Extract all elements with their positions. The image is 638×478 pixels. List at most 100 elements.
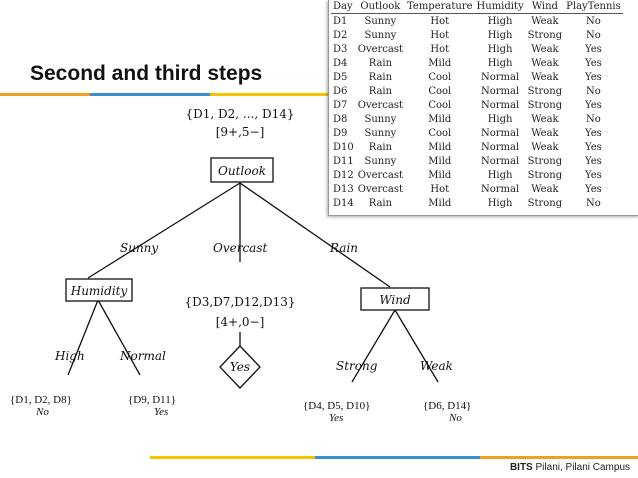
table-cell: Weak	[531, 127, 559, 139]
table-cell: Sunny	[364, 155, 397, 167]
outlook-node-label: Outlook	[218, 164, 266, 178]
table-cell: No	[586, 197, 601, 209]
table-cell: Rain	[368, 71, 393, 83]
table-cell: Overcast	[357, 183, 404, 195]
leaf-weak-set: {D6, D14}	[423, 400, 472, 412]
table-cell: D4	[333, 57, 348, 69]
col-header-outlook: Outlook	[355, 0, 406, 14]
table-cell: Hot	[430, 43, 450, 55]
overcast-set: {D3,D7,D12,D13}	[184, 295, 295, 309]
edge-wind-strong	[351, 309, 396, 383]
table-cell: D13	[333, 183, 354, 195]
table-cell: D8	[333, 113, 348, 125]
table-cell: Overcast	[357, 99, 404, 111]
table-cell: Normal	[480, 71, 520, 83]
outlook-node-box	[210, 157, 274, 183]
table-cell: Overcast	[357, 169, 404, 181]
table-cell: Sunny	[364, 113, 397, 125]
table-cell: Weak	[531, 141, 559, 153]
table-cell: Mild	[428, 113, 452, 125]
table-cell: Strong	[527, 29, 563, 41]
title-rule-orange	[0, 93, 90, 96]
edge-outlook-sunny	[87, 182, 241, 279]
root-counts: [9+,5−]	[216, 125, 265, 139]
table-cell: Rain	[368, 141, 393, 153]
table-cell: D11	[333, 155, 354, 167]
col-header-wind: Wind	[525, 0, 565, 14]
table-cell: No	[586, 15, 601, 27]
table-cell: Mild	[428, 155, 452, 167]
branch-weak-label: Weak	[420, 359, 453, 373]
branch-sunny-label: Sunny	[120, 241, 158, 255]
table-cell: Yes	[585, 155, 602, 167]
table-cell: Strong	[527, 155, 563, 167]
table-cell: D5	[333, 71, 348, 83]
leaf-normal-set: {D9, D11}	[128, 394, 177, 406]
table-cell: No	[586, 29, 601, 41]
table-cell: D2	[333, 29, 348, 41]
overcast-yes-label: Yes	[230, 360, 250, 374]
table-cell: D7	[333, 99, 348, 111]
table-cell: D3	[333, 43, 348, 55]
table-cell: Yes	[585, 183, 602, 195]
branch-normal-label: Normal	[119, 349, 166, 363]
table-cell: Normal	[480, 141, 520, 153]
overcast-yes-diamond	[219, 345, 261, 389]
table-cell: High	[487, 169, 513, 181]
table-cell: D10	[333, 141, 354, 153]
humidity-node-label: Humidity	[70, 284, 128, 298]
col-header-temperature: Temperature	[405, 0, 475, 14]
table-cell: Rain	[368, 85, 393, 97]
table-cell: High	[487, 29, 513, 41]
leaf-high-result: No	[36, 406, 49, 418]
table-cell: Cool	[428, 85, 452, 97]
table-cell: Cool	[428, 99, 452, 111]
table-cell: No	[586, 113, 601, 125]
table-cell: Strong	[527, 85, 563, 97]
col-header-humidity: Humidity	[474, 0, 526, 14]
table-cell: Hot	[430, 29, 450, 41]
table-row: D11 Sunny Mild Normal Strong Yes	[331, 154, 623, 168]
branch-high-label: High	[54, 349, 85, 363]
footer-rule-orange	[480, 456, 638, 459]
play-tennis-table: Day Outlook Temperature Humidity Wind Pl…	[331, 0, 623, 210]
table-cell: Hot	[430, 15, 450, 27]
table-cell: Yes	[585, 99, 602, 111]
branch-rain-label: Rain	[329, 241, 358, 255]
table-cell: Weak	[531, 57, 559, 69]
table-cell: Mild	[428, 141, 452, 153]
edge-humidity-normal	[97, 299, 141, 376]
table-cell: Weak	[531, 71, 559, 83]
table-cell: High	[487, 15, 513, 27]
table-cell: Sunny	[364, 29, 397, 41]
col-header-day: Day	[331, 0, 356, 14]
footer-campus-text: Pilani, Pilani Campus	[532, 462, 631, 473]
table-cell: High	[487, 197, 513, 209]
table-cell: No	[586, 85, 601, 97]
table-cell: Normal	[480, 155, 520, 167]
footer-rule-blue	[315, 456, 480, 459]
table-row: D2 Sunny Hot High Strong No	[331, 28, 623, 42]
table-cell: Rain	[368, 197, 393, 209]
table-cell: Yes	[585, 57, 602, 69]
table-cell: Yes	[585, 127, 602, 139]
table-cell: Yes	[585, 169, 602, 181]
table-cell: Rain	[368, 57, 393, 69]
table-cell: High	[487, 113, 513, 125]
table-cell: Yes	[585, 71, 602, 83]
table-header-row: Day Outlook Temperature Humidity Wind Pl…	[331, 0, 623, 14]
table-cell: Mild	[428, 197, 452, 209]
leaf-high: {D1, D2, D8} No	[10, 394, 72, 418]
table-cell: Yes	[585, 43, 602, 55]
leaf-normal-result: Yes	[154, 406, 169, 418]
slide-title: Second and third steps	[30, 62, 263, 85]
table-cell: Cool	[428, 127, 452, 139]
